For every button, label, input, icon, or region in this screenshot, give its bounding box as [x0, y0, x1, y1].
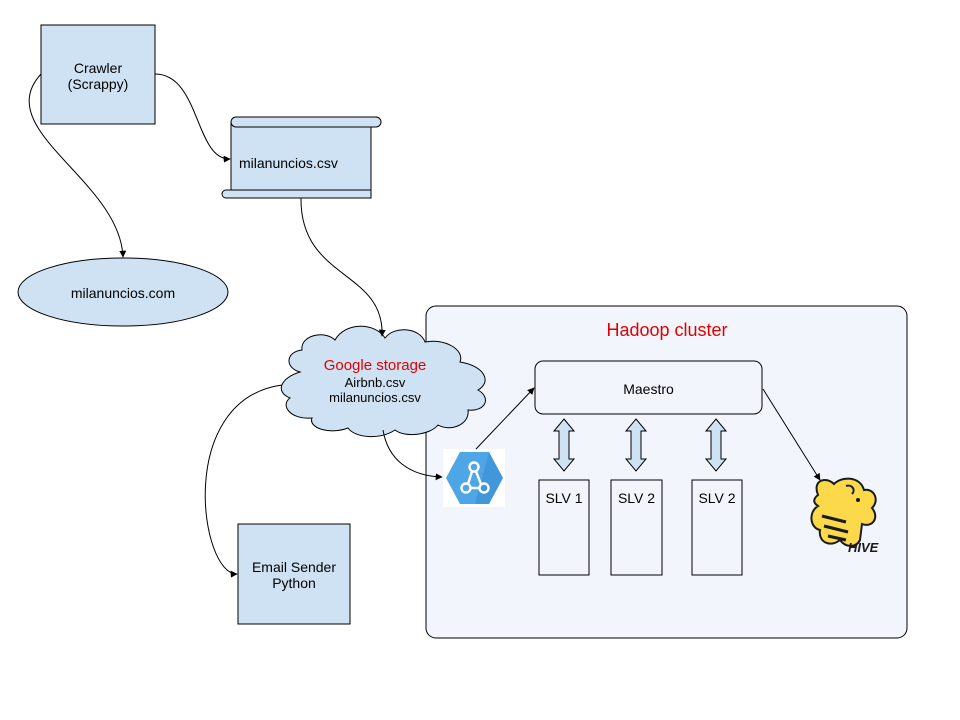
crawler-node	[40, 24, 156, 125]
cloud-file: Airbnb.csv	[344, 375, 406, 390]
csv-document-node	[221, 116, 382, 199]
cluster-title: Hadoop cluster	[606, 320, 728, 340]
cloud-label: Google storage Airbnb.csv milanuncios.cs…	[295, 357, 455, 405]
svg-text:HIVE: HIVE	[848, 540, 879, 555]
master-label: Maestro	[623, 381, 674, 397]
website-label: milanuncios.com	[70, 285, 176, 301]
cloud-title: Google storage	[323, 357, 427, 374]
hive-logo-icon: HIVE	[810, 477, 879, 555]
crawler-label: Crawler (Scrappy)	[67, 60, 129, 92]
connector-crawler-to-website	[28, 73, 127, 258]
slave-label: SLV 2	[617, 490, 656, 506]
connector-storage-to-email	[204, 384, 283, 578]
connector-crawler-to-csv	[154, 73, 231, 163]
website-node	[17, 257, 229, 327]
slave-label: SLV 1	[545, 490, 583, 506]
slave-node	[538, 479, 590, 576]
connector-csv-to-storage	[300, 197, 386, 337]
slave-node	[691, 479, 743, 576]
csv-document-label: milanuncios.csv	[239, 155, 338, 171]
connector-storage-to-dataproc	[382, 429, 443, 481]
email-sender-label: Email Sender Python	[251, 559, 337, 591]
slave-node	[610, 479, 663, 576]
connector-dataproc-to-master	[475, 387, 535, 450]
connector-master-to-hive	[762, 388, 821, 481]
slave-label: SLV 2	[698, 490, 736, 506]
cloud-file: milanuncios.csv	[329, 390, 421, 405]
google-storage-cloud	[280, 325, 486, 437]
bidirectional-arrow	[704, 418, 728, 472]
bidirectional-arrow	[552, 418, 576, 472]
master-node	[534, 360, 763, 415]
dataproc-icon	[443, 449, 505, 507]
email-sender-node	[237, 523, 351, 625]
bidirectional-arrow	[624, 418, 648, 472]
